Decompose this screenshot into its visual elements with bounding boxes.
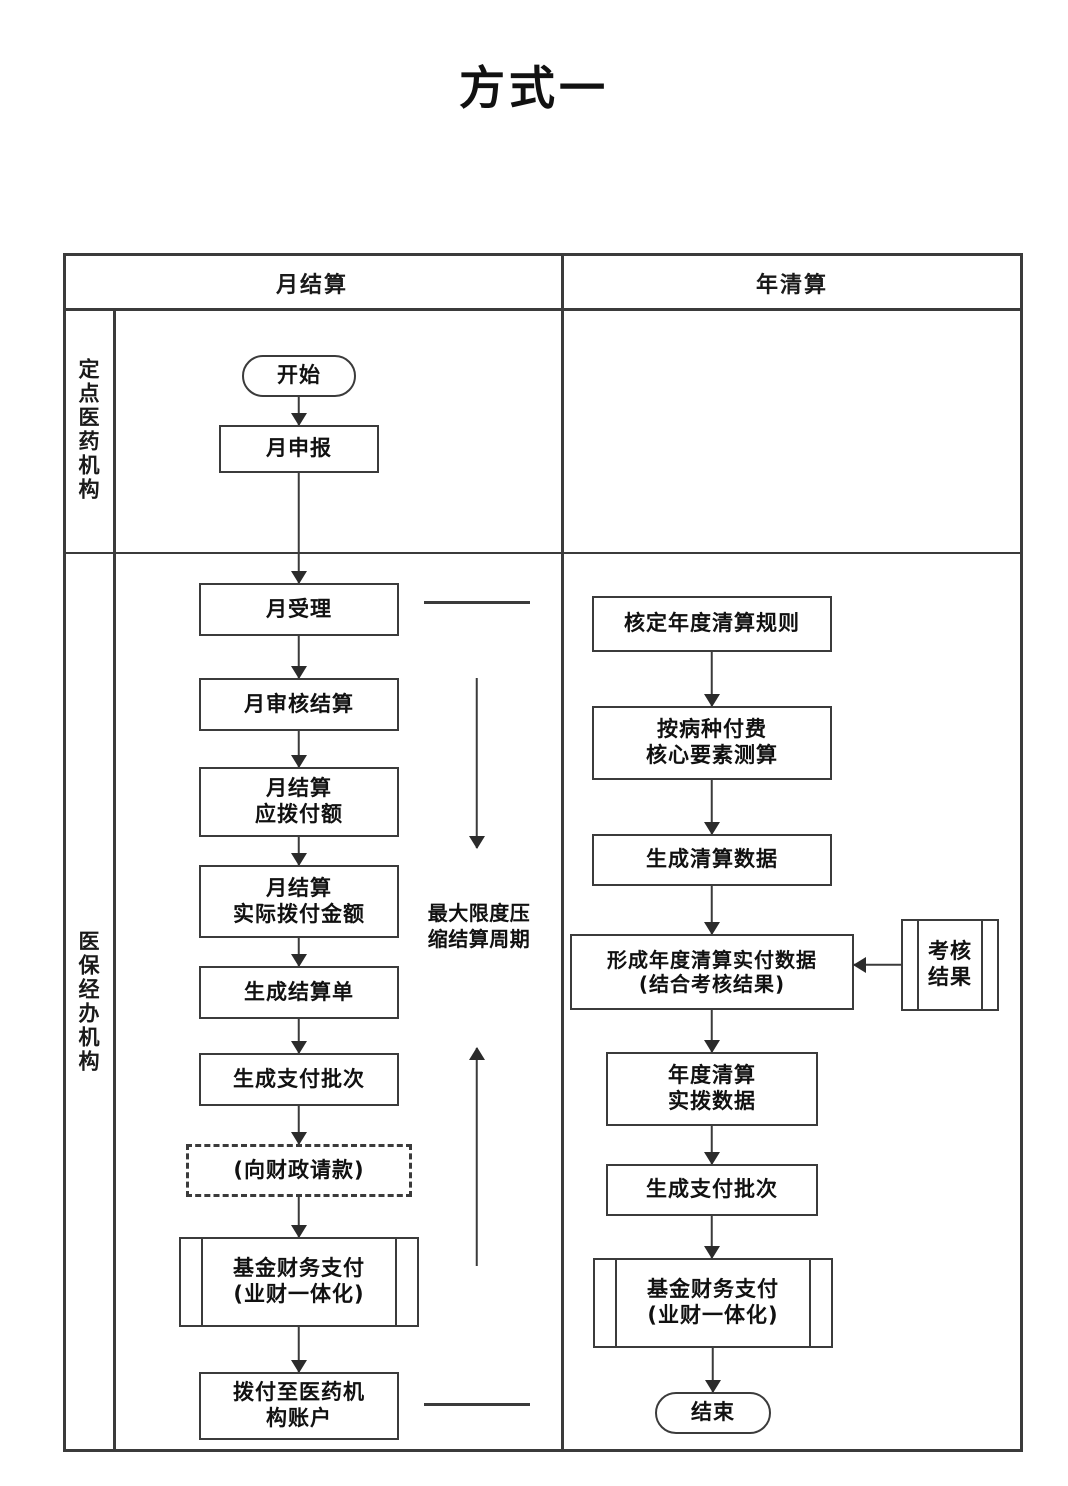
annotation-bottom-rule [424,1403,530,1406]
arrow-batch-to-finance-request [199,1106,399,1145]
annotation-note-line1: 最大限度压 [427,901,531,925]
node-start-label: 开始 [277,363,321,388]
arrow-statement-to-batch [199,1019,399,1054]
node-case-based-core-calculation[interactable]: 按病种付费 核心要素测算 [592,706,832,780]
node-generate-settlement-data[interactable]: 生成清算数据 [592,834,832,886]
arrow-monthly-declare-to-accept [219,473,379,584]
lane-row-divider [63,552,1023,554]
node-fund-financial-payment-label: 基金财务支付 (业财一体化) [227,1256,371,1307]
node-annual-actual-transfer-data-line2: 实拨数据 [668,1089,756,1113]
node-monthly-payable-label: 月结算 应拨付额 [249,776,349,827]
node-generate-payment-batch-label: 生成支付批次 [233,1066,365,1091]
arrow-fund-payment-to-end [593,1348,833,1393]
lane-label-agency: 医保经办机构 [63,552,113,1452]
node-transfer-to-provider-account-label: 拨付至医药机 构账户 [227,1380,371,1431]
node-monthly-payable-line1: 月结算 [266,776,332,801]
node-generate-payment-batch-annual-label: 生成支付批次 [646,1177,778,1202]
node-assessment-result-label: 考核 结果 [922,939,978,990]
node-annual-actual-transfer-data-label: 年度清算 实拨数据 [662,1063,762,1114]
arrow-review-to-payable [199,731,399,768]
arrow-fund-payment-to-transfer [179,1327,419,1373]
node-case-based-core-calculation-line2: 核心要素测算 [646,743,778,767]
arrow-payable-to-actual [199,837,399,866]
node-generate-statement-label: 生成结算单 [244,979,354,1004]
node-form-annual-actual-payment-data-line2: (结合考核结果) [638,972,786,996]
annotation-up-arrow [446,1047,508,1266]
node-monthly-declare-label: 月申报 [266,436,332,461]
header-row-divider [63,308,1023,311]
node-monthly-accept[interactable]: 月受理 [199,583,399,636]
node-form-annual-actual-payment-data-label: 形成年度清算实付数据 (结合考核结果) [601,948,823,997]
node-form-annual-actual-payment-data-line1: 形成年度清算实付数据 [607,947,817,972]
arrow-actual-to-statement [199,938,399,967]
arrow-settlement-data-to-actual-data [592,886,832,935]
annotation-top-rule [424,601,530,604]
node-case-based-core-calculation-line1: 按病种付费 [657,717,767,742]
lane-label-agency-text: 医保经办机构 [76,930,100,1074]
node-monthly-actual-amount-line2: 实际拨付金额 [233,901,365,926]
node-annual-actual-transfer-data-line1: 年度清算 [668,1063,756,1088]
annotation-note: 最大限度压 缩结算周期 [409,900,549,952]
node-annual-actual-transfer-data[interactable]: 年度清算 实拨数据 [606,1052,818,1126]
node-monthly-accept-label: 月受理 [266,596,332,621]
arrow-actual-data-to-annual-transfer [592,1010,832,1053]
node-generate-payment-batch-annual[interactable]: 生成支付批次 [606,1164,818,1216]
lane-label-provider-text: 定点医药机构 [76,358,100,502]
arrow-rules-to-core-calc [592,652,832,707]
page-title: 方式一 [459,61,609,115]
arrow-core-calc-to-settlement-data [592,780,832,835]
arrow-finance-request-to-fund-payment [186,1197,412,1238]
node-transfer-to-provider-account-line1: 拨付至医药机 [233,1380,365,1405]
node-monthly-payable-line2: 应拨付额 [255,802,343,826]
arrow-batch-to-fund-payment-annual [606,1216,818,1259]
node-monthly-actual-amount[interactable]: 月结算 实际拨付金额 [199,865,399,938]
arrow-start-to-monthly-declare [242,397,356,426]
node-monthly-actual-amount-line1: 月结算 [266,875,332,900]
month-year-column-divider [561,253,564,1452]
arrow-accept-to-review [199,636,399,679]
node-fund-financial-payment-annual-line2: (业财一体化) [647,1303,779,1327]
arrow-assessment-result-to-actual-data [853,950,902,980]
node-end[interactable]: 结束 [655,1392,771,1434]
lane-label-provider: 定点医药机构 [63,308,113,552]
column-header-annual-settlement: 年清算 [755,273,828,298]
column-header-month-settlement: 月结算 [275,273,348,298]
node-monthly-review-label: 月审核结算 [244,691,354,716]
node-fund-financial-payment-annual[interactable]: 基金财务支付 (业财一体化) [593,1258,833,1348]
node-monthly-actual-amount-label: 月结算 实际拨付金额 [227,876,371,927]
node-request-finance-label: (向财政请款) [233,1157,365,1182]
arrow-annual-transfer-to-batch [606,1126,818,1165]
node-set-annual-rules-label: 核定年度清算规则 [624,611,800,636]
node-fund-financial-payment[interactable]: 基金财务支付 (业财一体化) [179,1237,419,1327]
node-transfer-to-provider-account[interactable]: 拨付至医药机 构账户 [199,1372,399,1440]
node-request-finance[interactable]: (向财政请款) [186,1144,412,1197]
node-form-annual-actual-payment-data[interactable]: 形成年度清算实付数据 (结合考核结果) [570,934,854,1010]
node-case-based-core-calculation-label: 按病种付费 核心要素测算 [640,717,784,768]
node-monthly-declare[interactable]: 月申报 [219,425,379,473]
lane-label-column-divider [113,308,116,1452]
node-fund-financial-payment-line1: 基金财务支付 [233,1256,365,1281]
node-assessment-result-line1: 考核 [928,939,972,964]
node-generate-settlement-data-label: 生成清算数据 [646,847,778,872]
node-fund-financial-payment-line2: (业财一体化) [233,1282,365,1306]
node-fund-financial-payment-annual-label: 基金财务支付 (业财一体化) [641,1277,785,1328]
node-end-label: 结束 [691,1400,735,1425]
node-assessment-result[interactable]: 考核 结果 [901,919,999,1011]
annotation-note-line2: 缩结算周期 [427,927,531,951]
node-set-annual-rules[interactable]: 核定年度清算规则 [592,596,832,652]
node-assessment-result-line2: 结果 [928,965,972,989]
node-fund-financial-payment-annual-line1: 基金财务支付 [647,1277,779,1302]
node-transfer-to-provider-account-line2: 构账户 [266,1406,332,1430]
annotation-down-arrow [446,678,508,849]
node-generate-payment-batch[interactable]: 生成支付批次 [199,1053,399,1106]
node-generate-statement[interactable]: 生成结算单 [199,966,399,1019]
node-monthly-review[interactable]: 月审核结算 [199,678,399,731]
node-monthly-payable[interactable]: 月结算 应拨付额 [199,767,399,837]
node-start[interactable]: 开始 [242,355,356,397]
